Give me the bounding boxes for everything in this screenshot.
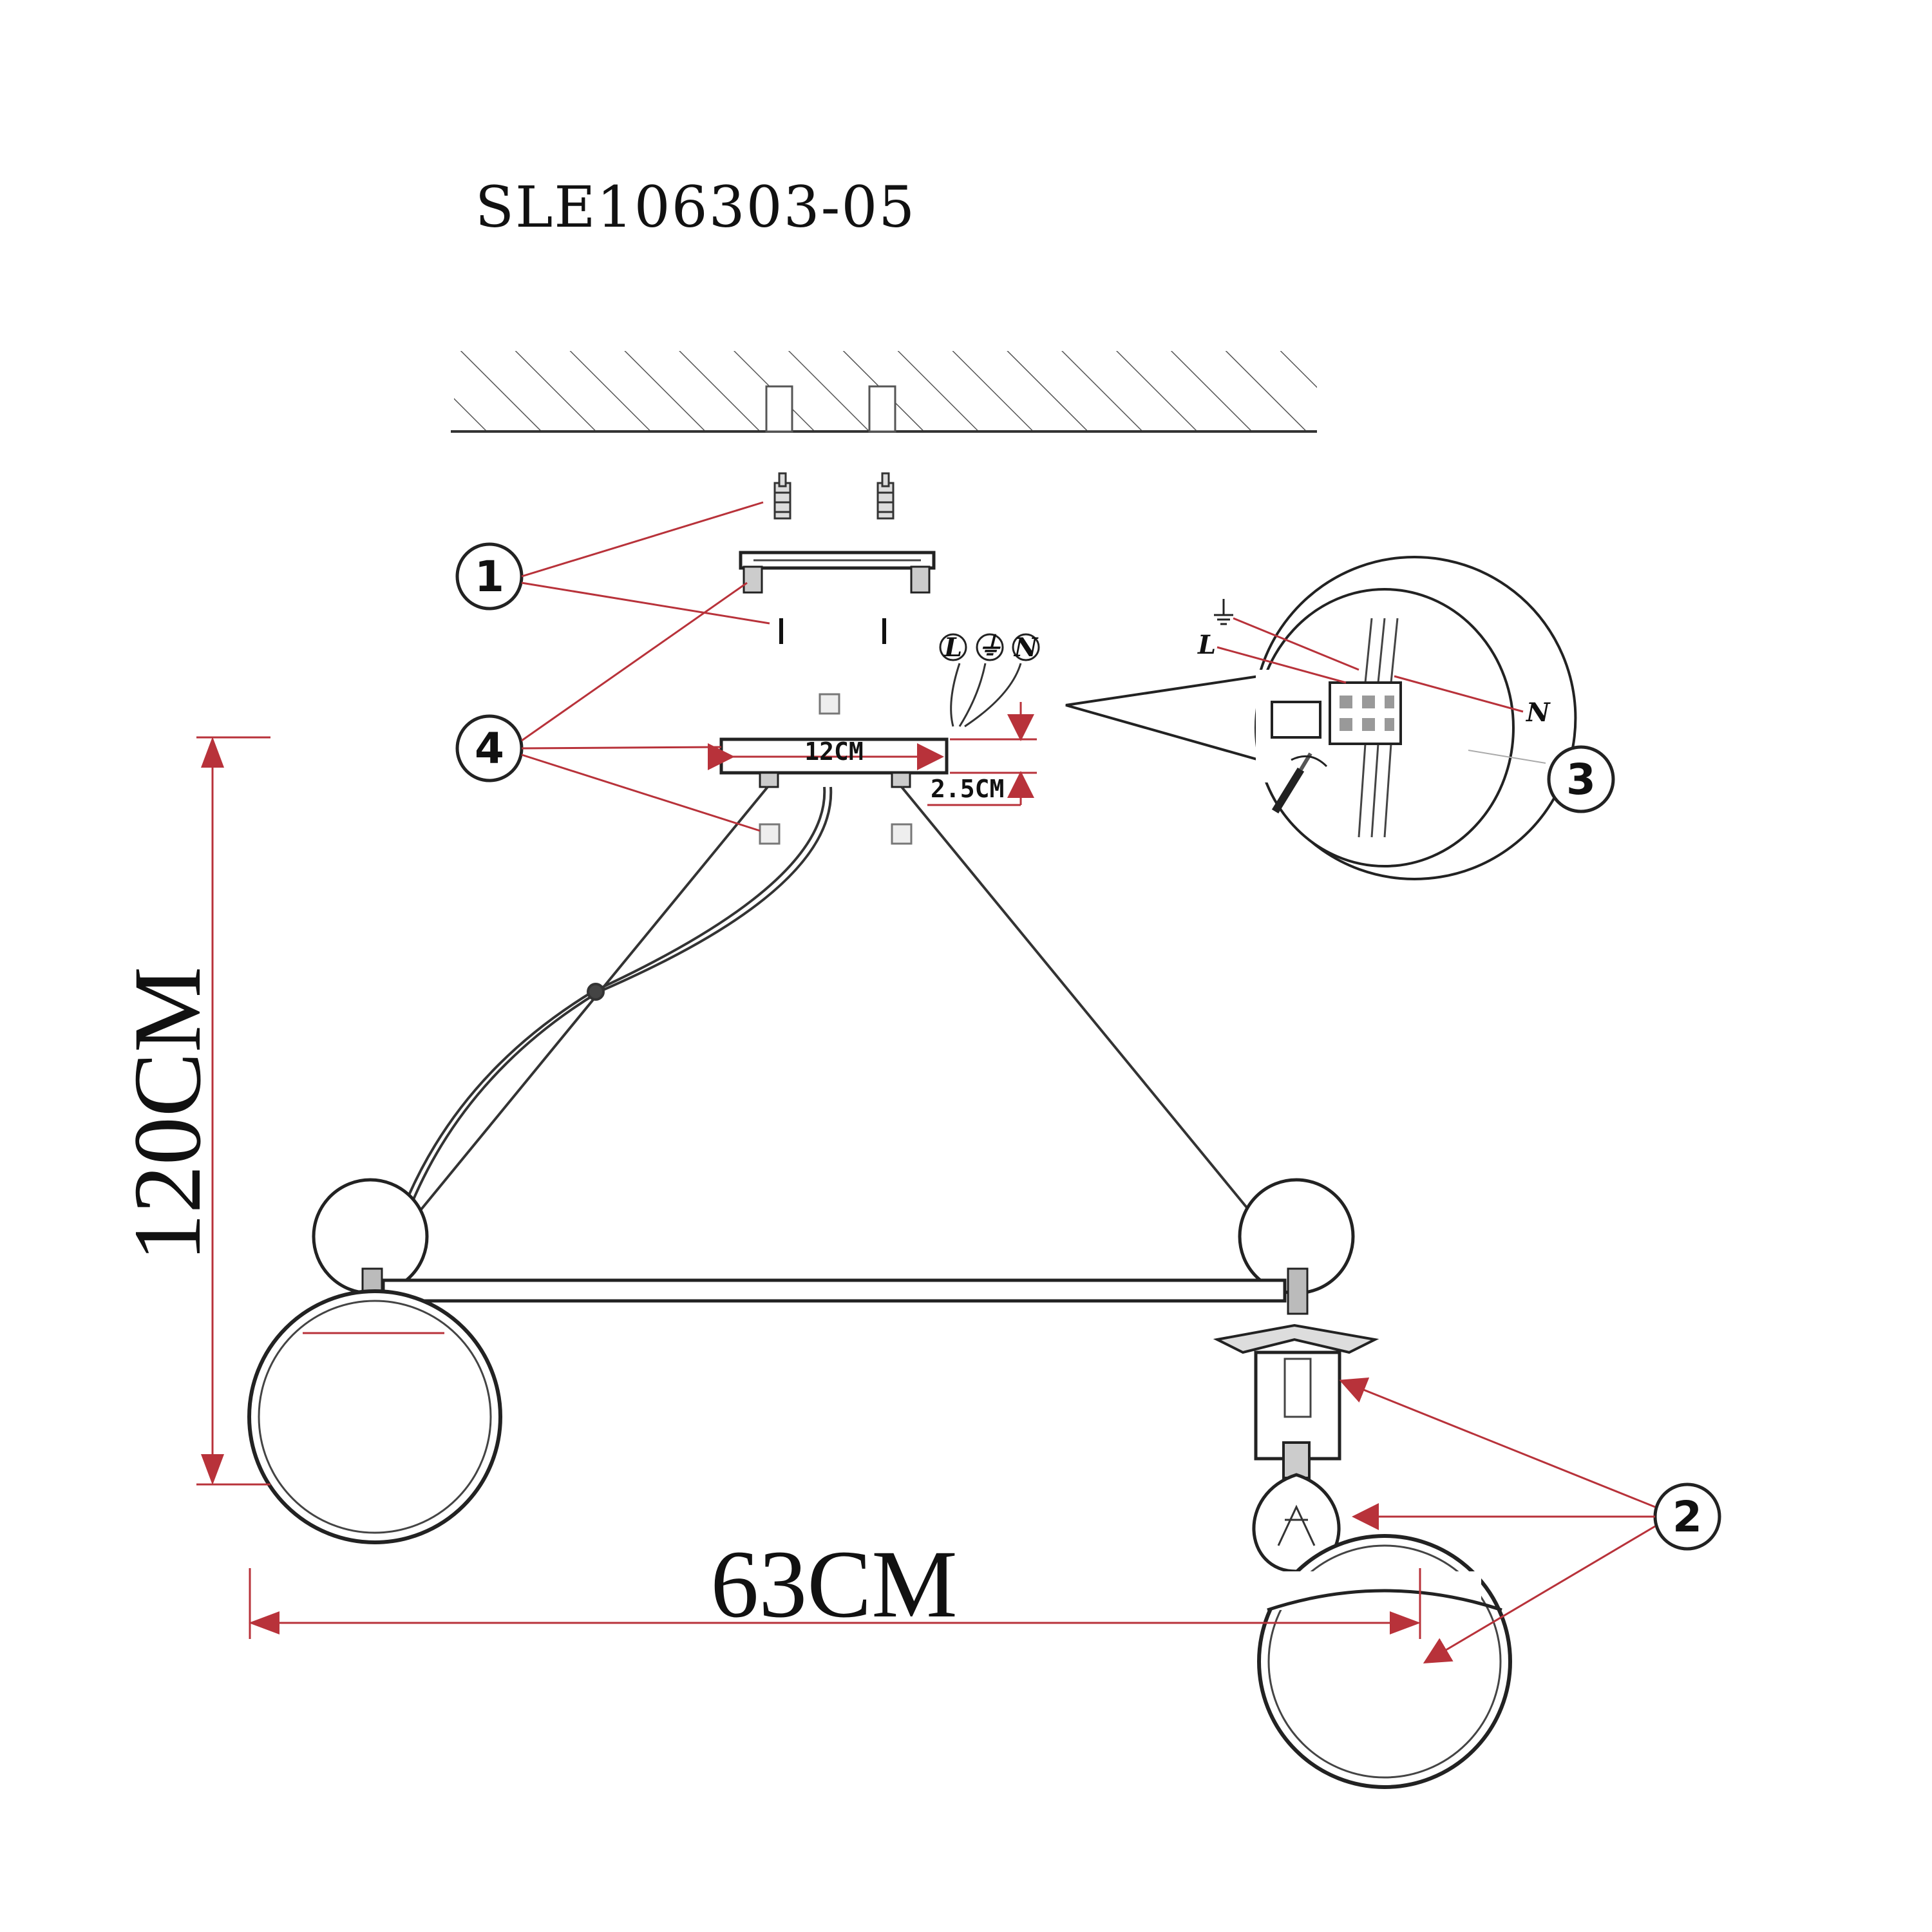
terminal-labels: L ⏚ N bbox=[939, 631, 1040, 663]
detail-l-label: L bbox=[1197, 630, 1216, 660]
terminal-l-label: L bbox=[943, 632, 962, 663]
cable-gripper-icon bbox=[891, 823, 913, 845]
callout-2-number: 2 bbox=[1672, 1492, 1702, 1542]
connector-cover-icon bbox=[1271, 701, 1321, 739]
left-globe-shade bbox=[247, 1289, 502, 1544]
canopy-length-label: 12CM bbox=[804, 737, 864, 766]
canopy-height-dimension: 2.5CM bbox=[927, 702, 1037, 806]
supply-wires bbox=[950, 663, 1022, 728]
screwdriver-icon bbox=[1271, 752, 1328, 814]
height-label: 120CM bbox=[114, 967, 221, 1262]
mounting-bracket bbox=[739, 551, 936, 594]
light-bulb-icon bbox=[1252, 1441, 1341, 1573]
ceiling bbox=[451, 351, 1317, 433]
callout-4-number: 4 bbox=[475, 724, 504, 773]
callout-4: 4 bbox=[455, 582, 761, 832]
terminal-ground-label: ⏚ bbox=[977, 631, 1003, 661]
model-title: SLE106303-05 bbox=[475, 174, 916, 240]
canopy: 12CM bbox=[708, 737, 949, 788]
lamp-socket bbox=[1213, 1323, 1379, 1461]
terminal-block-icon bbox=[1329, 681, 1402, 745]
lamp-frame bbox=[312, 1178, 1355, 1315]
height-dimension: 120CM bbox=[114, 736, 270, 1486]
canopy-height-label: 2.5CM bbox=[931, 775, 1004, 803]
ground-icon bbox=[1214, 599, 1233, 625]
callout-3-number: 3 bbox=[1566, 755, 1596, 804]
screw-icon bbox=[773, 472, 895, 520]
detail-n-label: N bbox=[1525, 697, 1551, 728]
cable-gripper-icon bbox=[759, 823, 781, 845]
nut-icon bbox=[819, 693, 840, 715]
callout-1-number: 1 bbox=[475, 552, 504, 601]
callout-1: 1 bbox=[455, 501, 770, 625]
suspension-cables bbox=[392, 786, 1251, 1237]
wiring-detail: L N 3 bbox=[1065, 556, 1615, 880]
right-globe-shade bbox=[1159, 1534, 1512, 1789]
width-label: 63CM bbox=[710, 1531, 957, 1638]
bracket-screw-icon bbox=[779, 618, 886, 644]
terminal-n-label: N bbox=[1013, 632, 1039, 663]
callout-2: 2 bbox=[1339, 1377, 1721, 1664]
width-dimension: 63CM bbox=[249, 1531, 1421, 1639]
